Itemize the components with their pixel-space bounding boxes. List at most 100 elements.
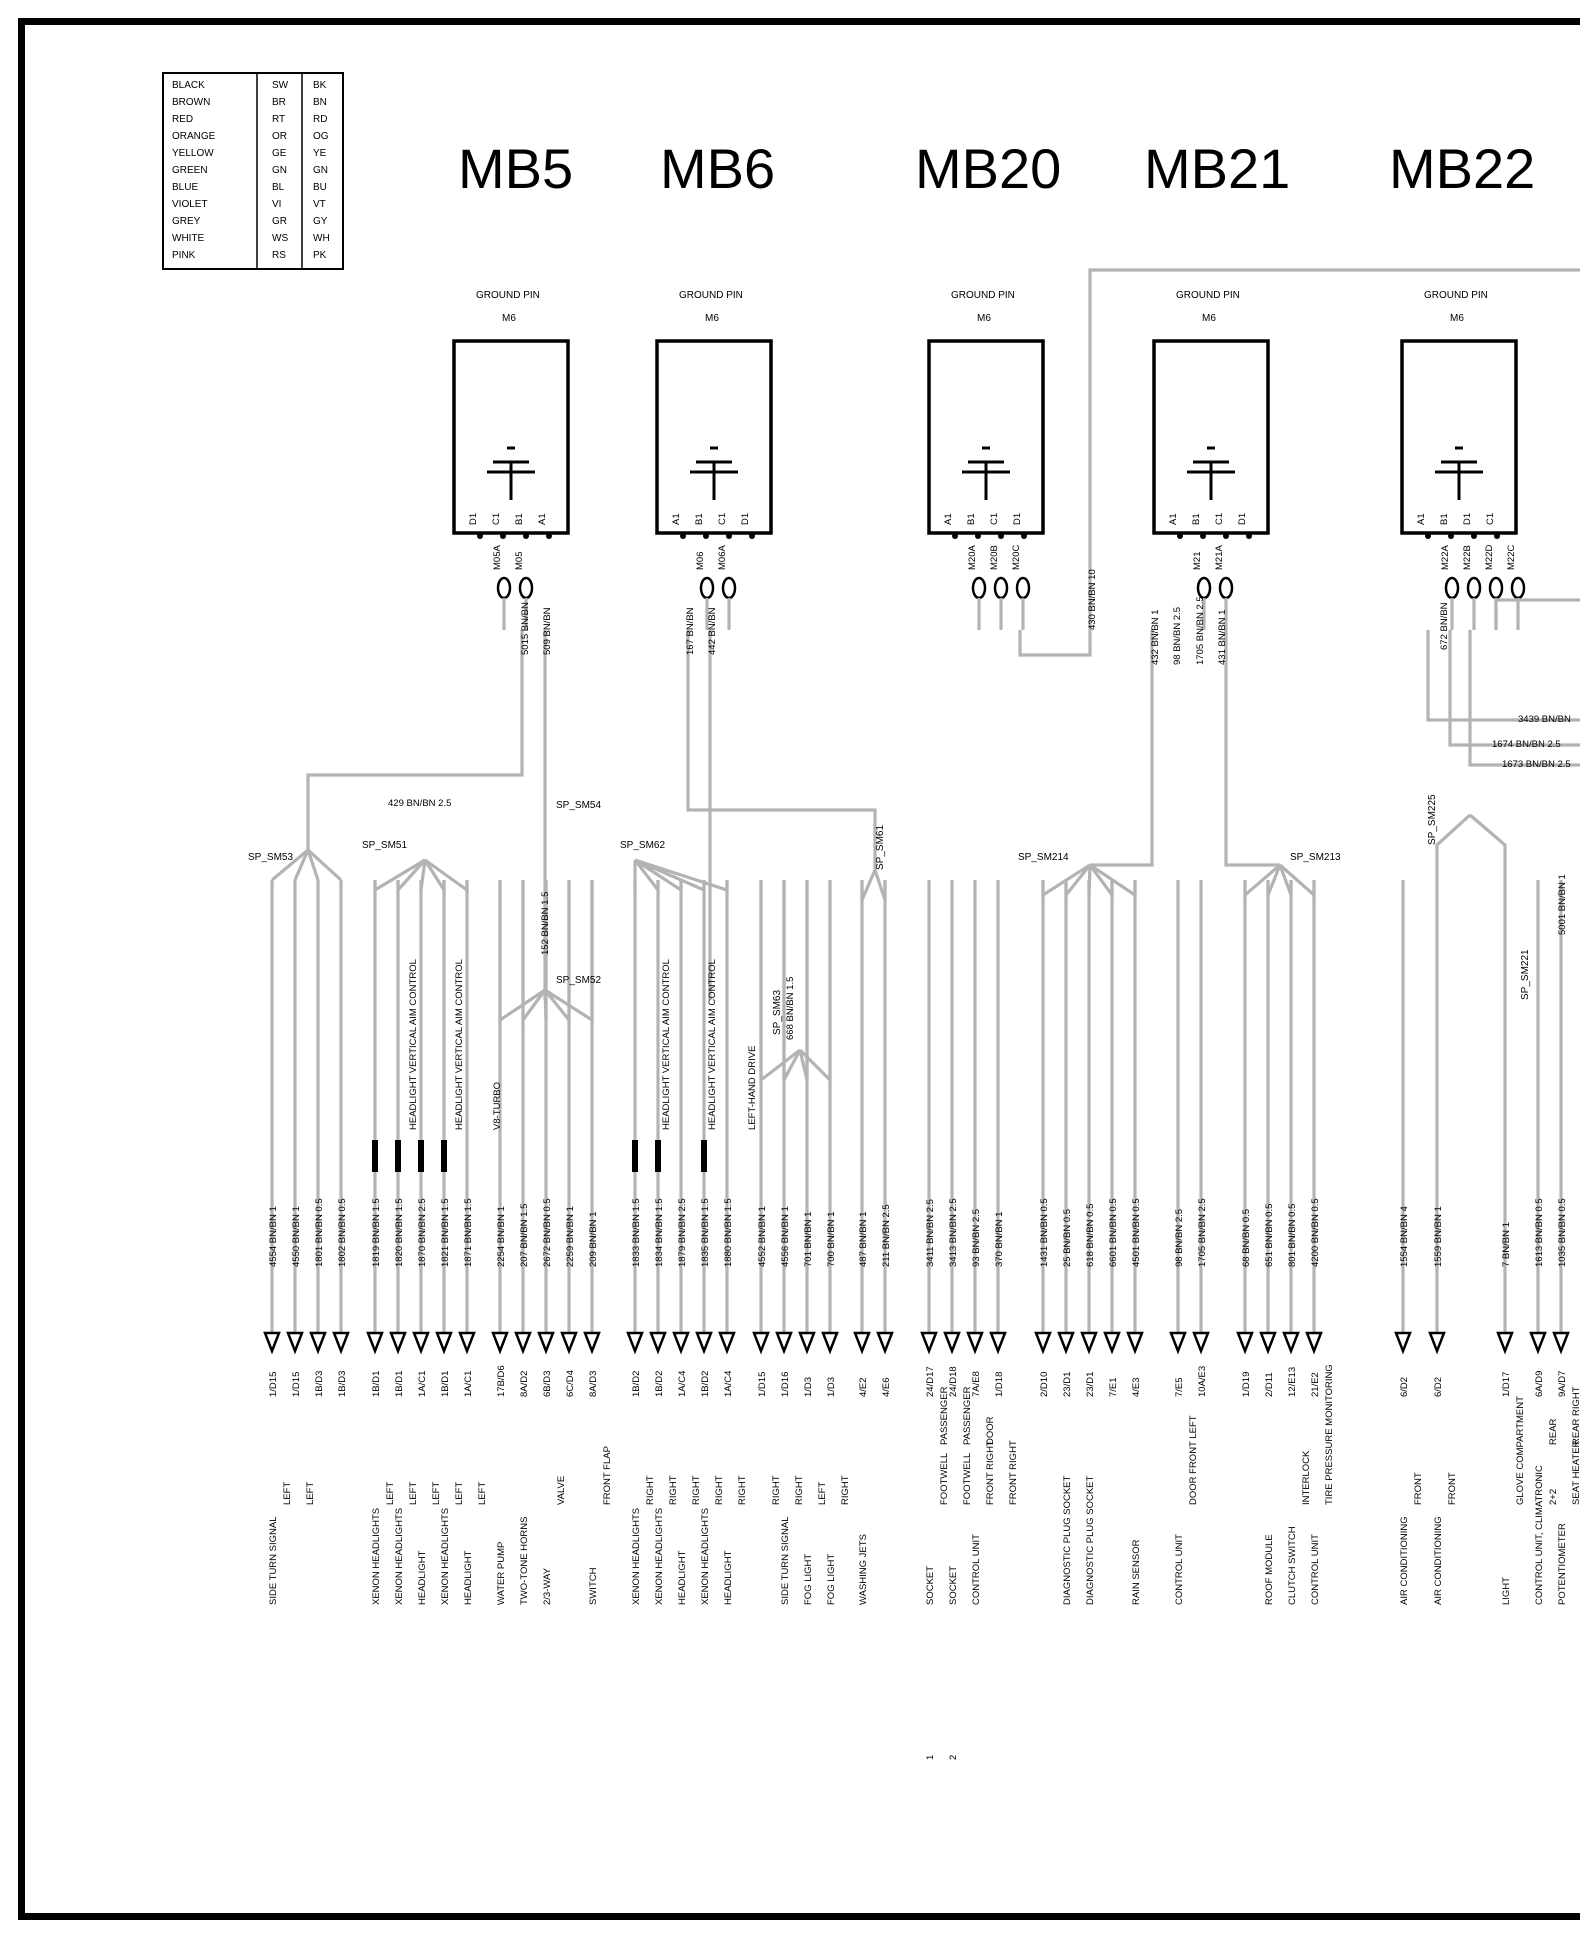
wire-id-label: 1834 BN/BN 1.5 [654,1198,665,1267]
splice-branch [419,859,427,891]
location-code: 1/D3 [826,1377,837,1397]
component-label: CONTROL UNIT, CLIMATRONIC [1534,1465,1545,1605]
splice-branch [759,880,801,1084]
location-code: 2/D11 [1264,1372,1275,1397]
headlight-aim-note: HEADLIGHT VERTICAL AIM CONTROL [707,959,718,1130]
eyelet-terminal [1488,576,1504,600]
wire-id-label: 6601 BN/BN 0.5 [1108,1198,1119,1267]
location-code: 10A/E3 [1197,1366,1208,1397]
splice-branch [1266,864,1282,896]
component-label: SIDE TURN SIGNAL [780,1516,791,1605]
legend-code-de: GR [272,216,287,227]
wire-ferrule [701,1140,707,1172]
splice-branch [1064,864,1092,900]
eyelet-terminal [1466,576,1482,600]
wire-id-label: 2259 BN/BN 1 [565,1206,576,1267]
wire-id-label: 1559 BN/BN 1 [1433,1206,1444,1267]
wire-terminal [286,1331,304,1355]
wire-terminal [1057,1331,1075,1355]
wire-id-label: 1819 BN/BN 1.5 [371,1198,382,1267]
ground-pin-size: M6 [977,313,991,324]
wire-terminal [798,1331,816,1355]
legend-color-name: WHITE [172,233,205,244]
legend-code-de: OR [272,131,287,142]
trunk-wire-label: 509 BN/BN [542,607,553,655]
splice-branch [1278,864,1293,896]
block-title: MB5 [458,137,573,200]
wire-terminal [1496,1331,1514,1355]
ground-pin-label: GROUND PIN [951,290,1015,301]
wire-ferrule [418,1140,424,1172]
trunk-wire [1090,630,1154,867]
wire-id-label: 1879 BN/BN 2.5 [677,1198,688,1267]
component-label: CONTROL UNIT [971,1534,982,1605]
splice-label: SP_SM214 [1018,852,1069,863]
wire-id-label: 4200 BN/BN 0.5 [1310,1198,1321,1267]
splice-branch [424,858,469,894]
eyelet-terminal [721,576,737,600]
eyelet-terminal [993,576,1009,600]
pin-dot [703,533,709,539]
location-code: 1B/D2 [700,1371,711,1397]
trunk-wire [1426,630,1580,722]
connector-label: M05A [492,545,503,570]
ground-pin-box [1400,339,1518,535]
wire-id-label: 801 BN/BN 0.5 [1287,1204,1298,1267]
wire-terminal [920,1331,938,1355]
component-side: RIGHT [771,1475,782,1505]
block-title: MB20 [915,137,1061,200]
location-code: 1B/D3 [314,1371,325,1397]
pin-dot [1223,533,1229,539]
legend-code-de: SW [272,80,289,91]
wire-id-label: 1431 BN/BN 0.5 [1039,1198,1050,1267]
eyelet-terminal [496,576,512,600]
eyelet-terminal [699,576,715,600]
legend-color-name: BROWN [172,97,210,108]
drawing-frame [18,18,1580,1920]
component-side: GLOVE COMPARTMENT [1515,1396,1526,1505]
component-side: LEFT [817,1482,828,1505]
component-side: 2+2 [1548,1489,1559,1505]
legend-code-de: GE [272,148,287,159]
splice-branch [1243,863,1282,899]
component-detail: PASSENGER [962,1386,973,1445]
pin-dot [749,533,755,539]
splice-branch [543,880,548,1021]
component-label: DIAGNOSTIC PLUG SOCKET [1062,1475,1073,1605]
component-side: RIGHT [737,1475,748,1505]
wire-id-label: 4552 BN/BN 1 [757,1206,768,1267]
splice-branch [1087,864,1092,896]
wire-terminal [821,1331,839,1355]
wire-terminal [1080,1331,1098,1355]
wire-id-label: 701 BN/BN 1 [803,1212,814,1267]
wire-terminal [435,1331,453,1355]
splice-label: SP_SM51 [362,840,407,851]
legend-color-name: ORANGE [172,131,216,142]
splice-label: SP_SM213 [1290,852,1341,863]
pin-label: A1 [943,513,954,525]
splice-branch [873,869,887,901]
location-code: 6/D2 [1399,1377,1410,1397]
ground-pin-box [655,339,773,535]
trunk-wire-label: 1673 BN/BN 2.5 [1502,759,1571,770]
component-side: FOOTWELL [962,1453,973,1505]
trunk-wire [1224,630,1280,867]
ground-pin-size: M6 [502,313,516,324]
location-code: 7/E1 [1108,1377,1119,1397]
wire-terminal [695,1331,713,1355]
component-label: SIDE TURN SIGNAL [268,1516,279,1605]
wire-terminal [389,1331,407,1355]
component-label: LIGHT [1501,1577,1512,1605]
wire-id-label: 1870 BN/BN 2.5 [417,1198,428,1267]
wire-id-label: 207 BN/BN 1.5 [519,1204,530,1267]
legend-code-en: BU [313,182,327,193]
trunk-wire-label: 432 BN/BN 1 [1150,610,1161,665]
splice-branch [1089,863,1137,898]
splice-branch [373,858,426,893]
component-side: RIGHT [840,1475,851,1505]
wire-terminal [1259,1331,1277,1355]
trunk-wire [686,630,877,870]
legend-color-name: PINK [172,250,196,261]
component-label: CLUTCH SWITCH [1287,1526,1298,1605]
splice-label: SP_SM62 [620,840,665,851]
